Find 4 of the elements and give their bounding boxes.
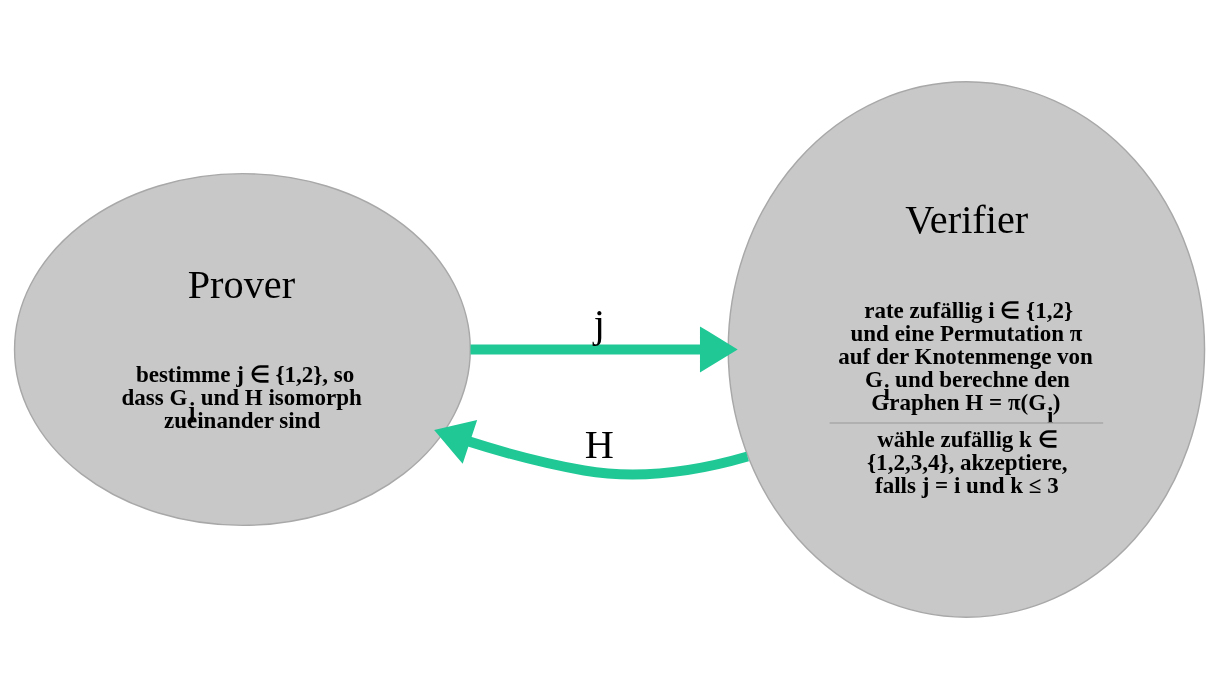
edge-label: j xyxy=(593,300,605,346)
arrow xyxy=(434,419,749,479)
arrow xyxy=(470,325,738,373)
edge-label: H xyxy=(584,421,614,467)
